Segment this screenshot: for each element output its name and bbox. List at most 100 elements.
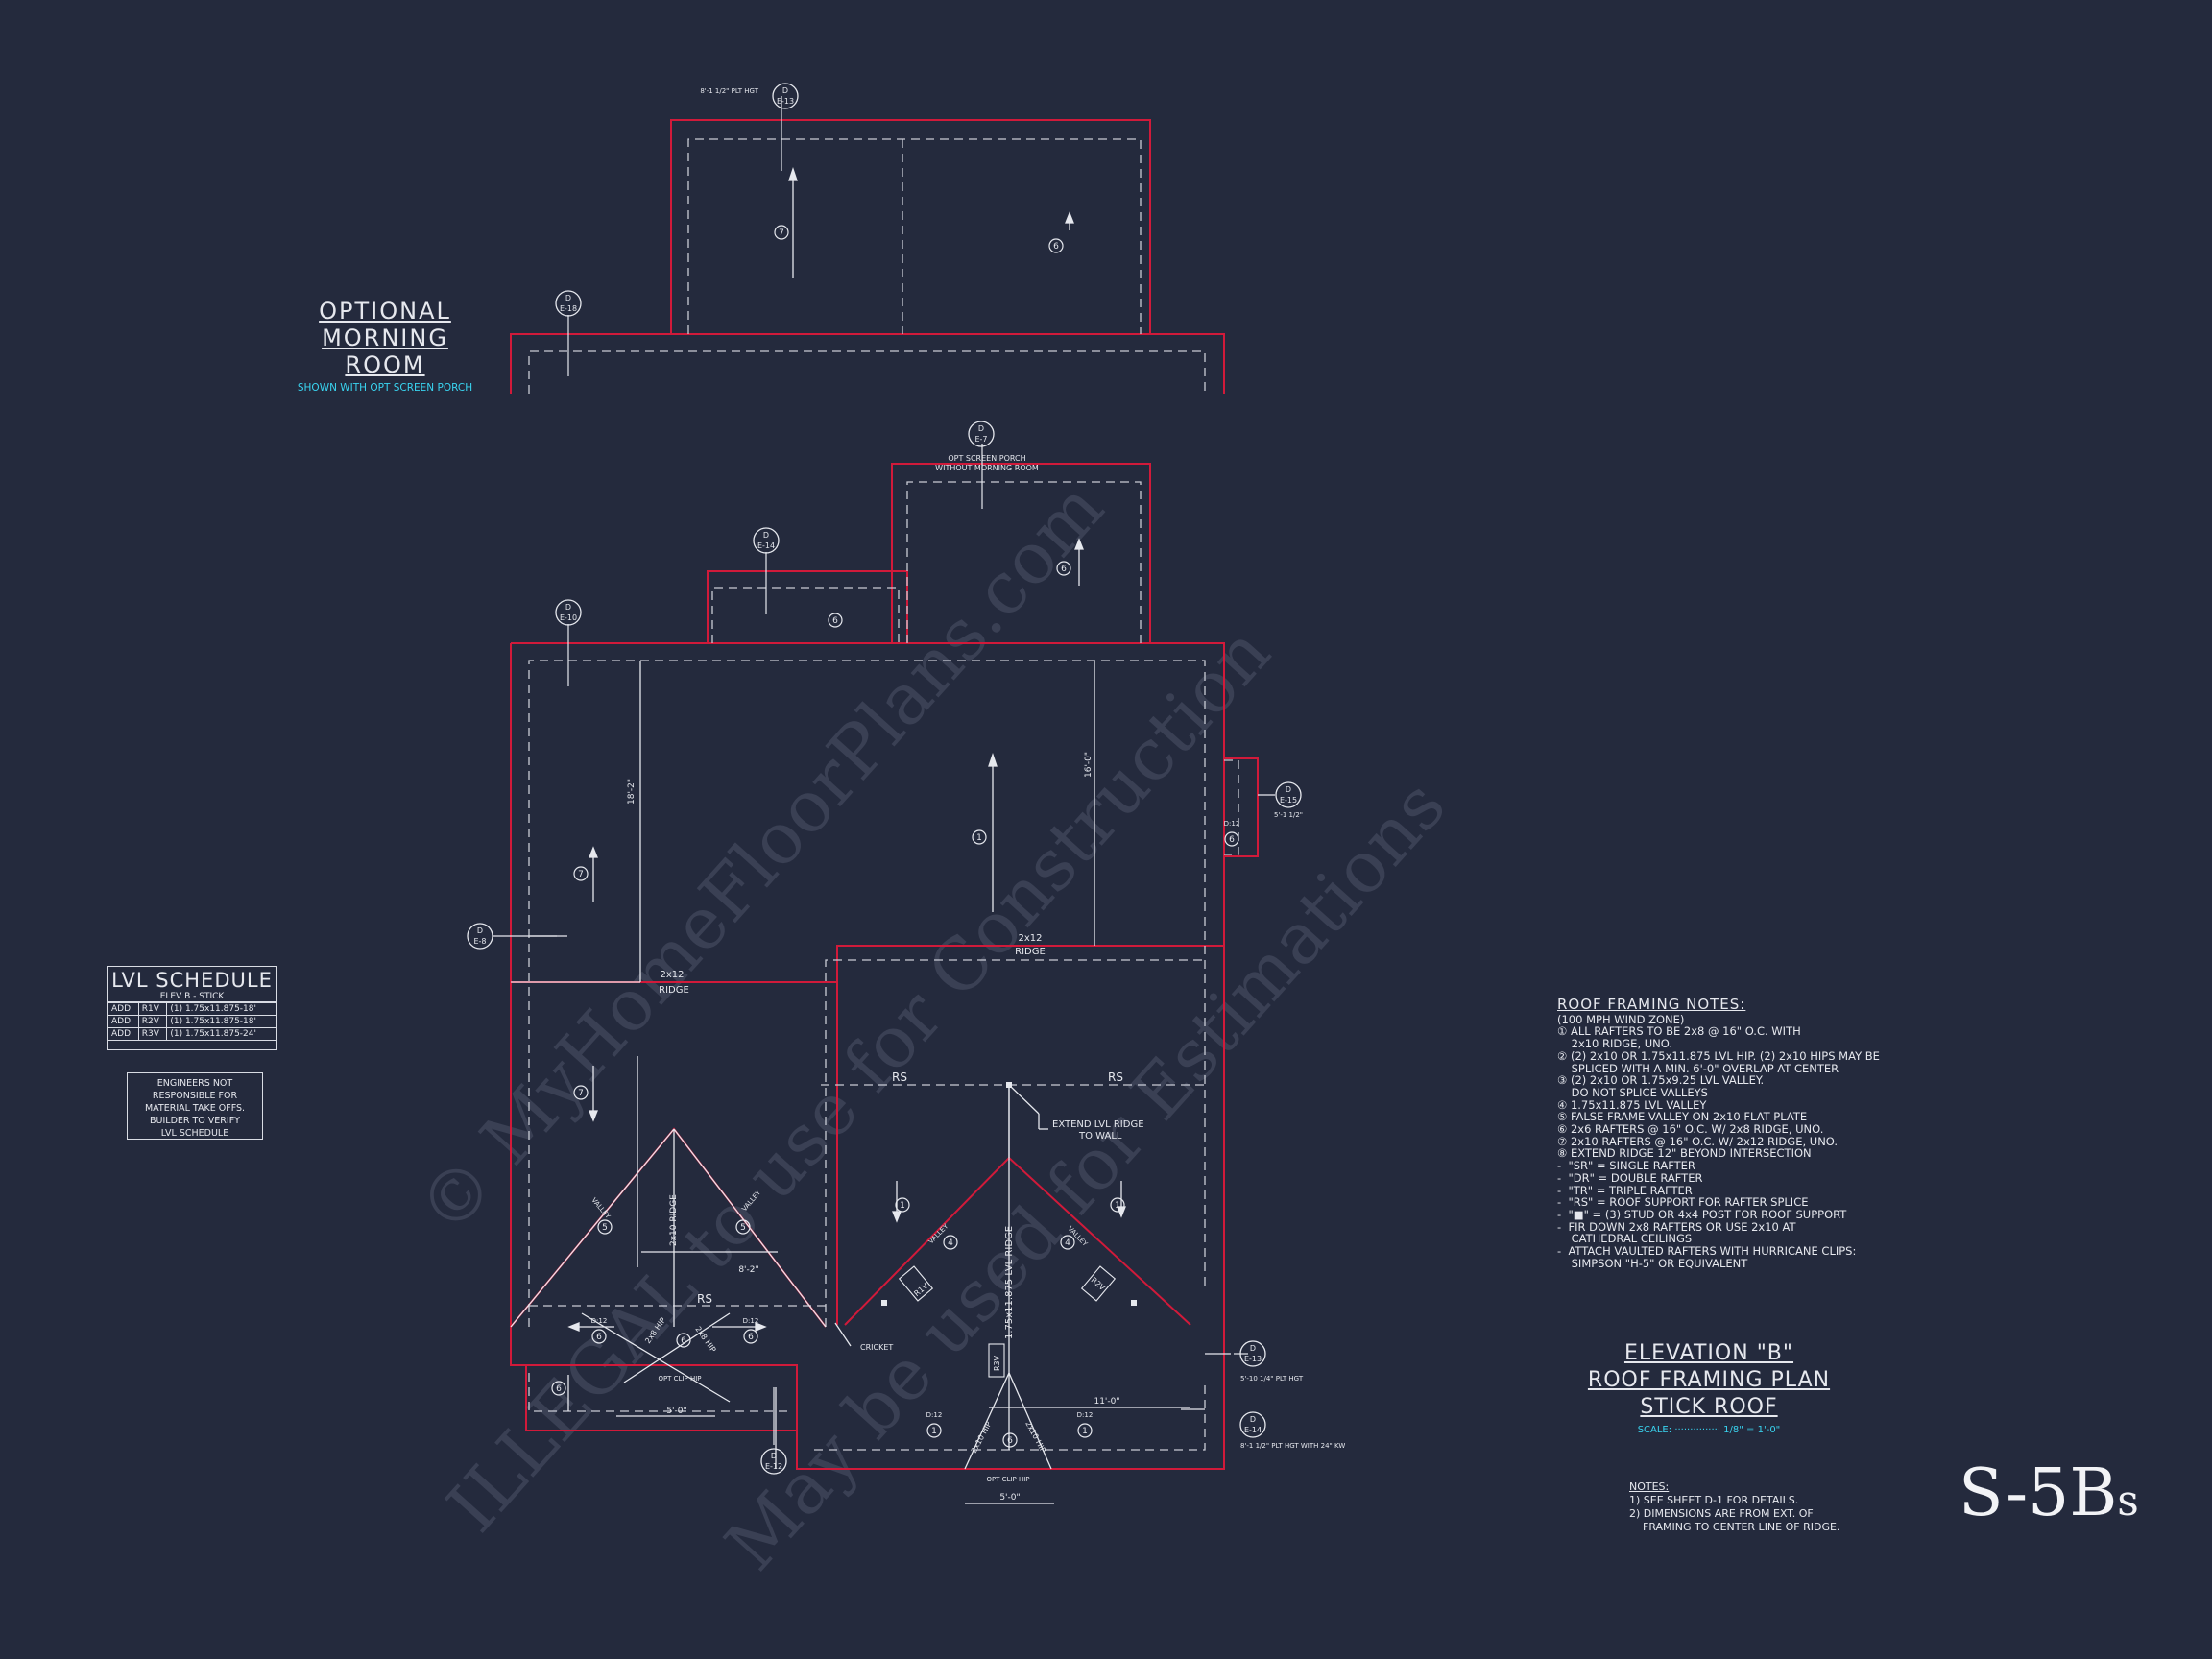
post-markers	[881, 1082, 1137, 1306]
callout-circle	[753, 527, 780, 554]
list-item: ⑥ 2x6 RAFTERS @ 16" O.C. W/ 2x8 RIDGE, U…	[1557, 1122, 1824, 1137]
svg-text:7: 7	[779, 228, 784, 238]
ridge-size-right: 2x12	[1018, 933, 1042, 944]
svg-text:VALLEY: VALLEY	[927, 1222, 950, 1246]
svg-text:8'-1 1/2" PLT HGT WITH 24" KW: 8'-1 1/2" PLT HGT WITH 24" KW	[1240, 1442, 1345, 1450]
svg-text:D: D	[477, 926, 483, 935]
callout-circle	[1239, 1340, 1266, 1367]
svg-text:D: D	[782, 86, 788, 95]
svg-text:8'-1 1/2" PLT HGT: 8'-1 1/2" PLT HGT	[700, 87, 758, 95]
svg-text:6: 6	[681, 1336, 686, 1346]
svg-text:OPT CLIP HIP: OPT CLIP HIP	[658, 1375, 701, 1382]
svg-text:D:12: D:12	[926, 1411, 943, 1419]
svg-text:D:12: D:12	[1077, 1411, 1094, 1419]
svg-text:5: 5	[740, 1223, 746, 1233]
general-notes: NOTES: 1) SEE SHEET D-1 FOR DETAILS. 2) …	[1629, 1480, 1840, 1533]
callout-circle	[968, 421, 995, 447]
title-line1: ELEVATION "B"	[1623, 1341, 1794, 1365]
svg-text:E-13: E-13	[777, 97, 794, 106]
svg-text:6: 6	[832, 616, 838, 626]
svg-text:D:12: D:12	[1224, 820, 1240, 828]
engineer-note: ENGINEERS NOT RESPONSIBLE FOR MATERIAL T…	[127, 1072, 263, 1140]
callout-circle	[555, 599, 582, 626]
svg-text:E-15: E-15	[1280, 796, 1297, 805]
dashed-framing	[528, 138, 1239, 1451]
list-item: - FIR DOWN 2x8 RAFTERS OR USE 2x10 AT	[1557, 1219, 1796, 1234]
svg-text:WITHOUT MORNING ROOM: WITHOUT MORNING ROOM	[935, 464, 1039, 472]
main-house-wall	[510, 642, 1225, 1470]
list-item: - "SR" = SINGLE RAFTER	[1557, 1159, 1695, 1173]
upper-roof-edge	[510, 333, 1225, 394]
ridge-size-left: 2x12	[660, 970, 684, 980]
garage-step-wall	[836, 945, 1224, 1325]
section-callouts	[467, 83, 1302, 1475]
table-row: ADD R3V (1) 1.75x11.875-24'	[108, 1027, 276, 1041]
ridge-word-left: RIDGE	[659, 985, 689, 996]
roof-notes-title: ROOF FRAMING NOTES:	[1557, 996, 1746, 1013]
list-item: - "RS" = ROOF SUPPORT FOR RAFTER SPLICE	[1557, 1195, 1809, 1210]
roof-notes-list: (100 MPH WIND ZONE)① ALL RAFTERS TO BE 2…	[1557, 1012, 1922, 1270]
screen-porch-wall	[891, 463, 1151, 643]
svg-text:18'-2": 18'-2"	[627, 779, 637, 805]
svg-text:5'-10 1/4" PLT HGT: 5'-10 1/4" PLT HGT	[1240, 1375, 1304, 1382]
roof-framing-notes: ROOF FRAMING NOTES: (100 MPH WIND ZONE)①…	[1557, 998, 1922, 1269]
svg-text:6: 6	[1053, 242, 1059, 252]
list-item: - "TR" = TRIPLE RAFTER	[1557, 1183, 1693, 1197]
svg-text:D: D	[565, 294, 571, 302]
svg-text:1.75x11.875 LVL RIDGE: 1.75x11.875 LVL RIDGE	[1004, 1226, 1015, 1339]
list-item: CATHEDRAL CEILINGS	[1557, 1232, 1693, 1246]
optional-room-title: OPTIONAL MORNING ROOM SHOWN WITH OPT SCR…	[284, 298, 486, 394]
svg-text:D: D	[1250, 1344, 1256, 1353]
list-item: - "DR" = DOUBLE RAFTER	[1557, 1170, 1703, 1185]
note-markers	[551, 225, 1239, 1448]
callout-circle	[467, 923, 493, 950]
svg-text:4: 4	[948, 1238, 953, 1248]
callout-circle	[555, 290, 582, 317]
svg-text:E-18: E-18	[560, 304, 577, 313]
list-item: ② (2) 2x10 OR 1.75x11.875 LVL HIP. (2) 2…	[1557, 1048, 1880, 1063]
svg-text:6: 6	[1229, 835, 1235, 845]
lower-porch-wall	[525, 1365, 797, 1431]
callout-circle	[1275, 781, 1302, 808]
svg-text:E-10: E-10	[560, 613, 577, 622]
title-line3: STICK ROOF	[1640, 1395, 1778, 1419]
list-item: (100 MPH WIND ZONE)	[1557, 1012, 1685, 1026]
svg-text:E-8: E-8	[473, 937, 486, 946]
callout-circle	[1239, 1411, 1266, 1438]
svg-text:4: 4	[1065, 1238, 1070, 1248]
notes-title: NOTES:	[1629, 1480, 1670, 1493]
svg-text:8'-2": 8'-2"	[738, 1265, 758, 1275]
svg-text:R2V: R2V	[1090, 1276, 1108, 1293]
svg-text:EXTEND LVL RIDGE: EXTEND LVL RIDGE	[1052, 1119, 1144, 1130]
sheet-number: S-5Bs	[1959, 1455, 2139, 1531]
svg-text:5'-1 1/2": 5'-1 1/2"	[1274, 811, 1303, 819]
svg-text:D:12: D:12	[591, 1317, 608, 1325]
svg-text:E-14: E-14	[757, 541, 775, 550]
svg-text:OPT SCREEN PORCH: OPT SCREEN PORCH	[948, 454, 1025, 463]
svg-text:2x10 HIP: 2x10 HIP	[1023, 1420, 1047, 1455]
svg-text:E-13: E-13	[1244, 1355, 1262, 1363]
svg-text:6: 6	[556, 1384, 562, 1394]
note-marker-numbers: 76 66 17 71 15 54 46 66 61 16 6	[556, 228, 1235, 1446]
list-item: - "■" = (3) STUD OR 4x4 POST FOR ROOF SU…	[1557, 1207, 1847, 1221]
svg-text:1: 1	[1115, 1201, 1120, 1211]
svg-text:OPT CLIP HIP: OPT CLIP HIP	[986, 1476, 1029, 1483]
morning-room-wall	[670, 119, 1151, 334]
svg-text:6: 6	[1061, 565, 1067, 574]
svg-text:1: 1	[1082, 1427, 1088, 1436]
svg-text:D: D	[565, 603, 571, 612]
small-bump-wall	[707, 570, 908, 643]
svg-text:5'-0": 5'-0"	[666, 1407, 686, 1416]
callout-circle	[760, 1448, 787, 1475]
list-item: SPLICED WITH A MIN. 6'-0" OVERLAP AT CEN…	[1557, 1061, 1839, 1075]
callout-leaders	[493, 96, 1275, 1445]
svg-text:1: 1	[900, 1201, 905, 1211]
svg-text:16'-0": 16'-0"	[1084, 752, 1094, 778]
lvl-schedule: LVL SCHEDULE ELEV B - STICK ADD R1V (1) …	[107, 966, 277, 1050]
svg-text:1: 1	[976, 833, 982, 843]
svg-text:R3V: R3V	[993, 1355, 1001, 1371]
list-item: SIMPSON "H-5" OR EQUIVALENT	[1557, 1256, 1748, 1270]
svg-text:TO WALL: TO WALL	[1078, 1131, 1122, 1142]
optional-subtitle: SHOWN WITH OPT SCREEN PORCH	[297, 382, 473, 394]
